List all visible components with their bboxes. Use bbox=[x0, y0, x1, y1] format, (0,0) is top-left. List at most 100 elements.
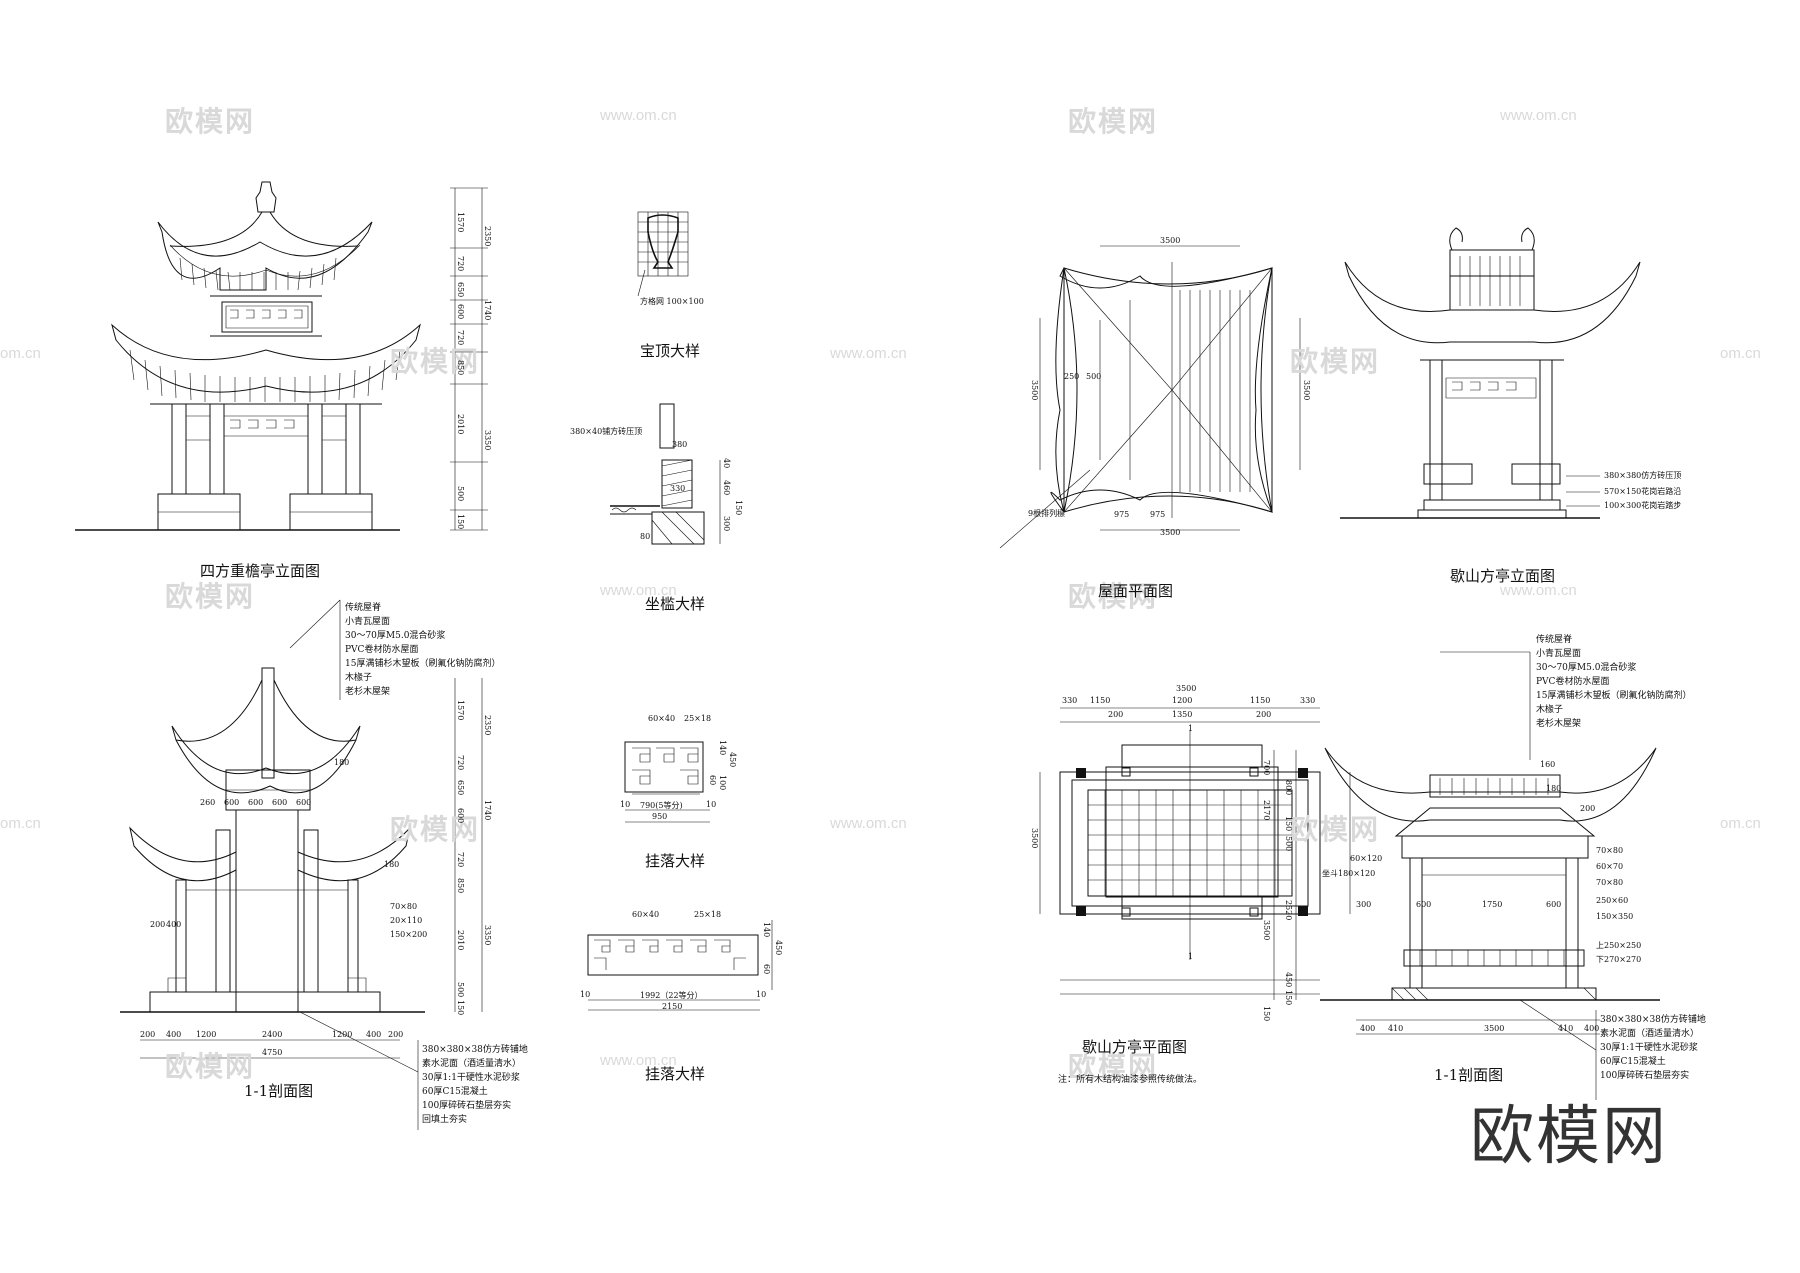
layer-note: 15厚满铺杉木望板（刷氟化钠防腐剂） bbox=[345, 659, 501, 669]
dim-label: 650 bbox=[456, 780, 465, 796]
baoding-grid-label: 方格网 100×100 bbox=[640, 297, 704, 306]
member-size: 70×80 bbox=[390, 902, 418, 911]
dim-label: 1350 bbox=[1172, 710, 1193, 719]
dim-label: 3500 bbox=[1484, 1024, 1505, 1033]
member-size: 180 bbox=[384, 860, 400, 869]
dim-label: 330 bbox=[670, 484, 686, 493]
layer-note: 老杉木屋架 bbox=[345, 687, 391, 697]
dim-label: 10 bbox=[756, 990, 767, 999]
dim-total: 4750 bbox=[262, 1048, 283, 1057]
dim-label: 500 bbox=[456, 982, 465, 998]
watermark-brand: 欧模网 bbox=[390, 346, 481, 377]
member-size: 600 bbox=[272, 798, 288, 807]
layer-note: PVC卷材防水屋面 bbox=[345, 645, 419, 655]
gualuo-detail-2 bbox=[587, 920, 773, 1011]
dim-label: 720 bbox=[456, 330, 465, 346]
xieshan-plan bbox=[1039, 707, 1351, 995]
dim-label: 1200 bbox=[196, 1030, 217, 1039]
member-size: 上250×250 bbox=[1596, 941, 1642, 950]
dim-label: 380 bbox=[672, 440, 688, 449]
dim-label: 3500 bbox=[1160, 236, 1181, 245]
title-section-left: 1-1剖面图 bbox=[244, 1082, 314, 1100]
material-note: 380×380仿方砖压顶 bbox=[1604, 471, 1682, 480]
floor-layer-note: 回填土夯实 bbox=[422, 1115, 468, 1125]
dim-label: 950 bbox=[652, 812, 668, 821]
dim-label: 330 bbox=[1062, 696, 1078, 705]
dim-label: 600 bbox=[456, 304, 465, 320]
dim-label: 1200 bbox=[1172, 696, 1193, 705]
dim-label: 25×18 bbox=[694, 910, 722, 919]
material-note: 100×300花岗岩踏步 bbox=[1604, 501, 1682, 510]
dim-label: 300 bbox=[1356, 900, 1372, 909]
dim-label: 60×40 bbox=[632, 910, 660, 919]
watermark-url: om.cn bbox=[0, 815, 41, 832]
dim-label: 400 bbox=[366, 1030, 382, 1039]
layer-note: 15厚满铺杉木望板（刷氟化钠防腐剂） bbox=[1536, 691, 1692, 701]
dim-label: 450 bbox=[728, 752, 737, 768]
dim-label: 500 bbox=[456, 486, 465, 502]
dim-label: 650 bbox=[456, 282, 465, 298]
watermark-brand: 欧模网 bbox=[1068, 1051, 1159, 1082]
dim-label: 2150 bbox=[662, 1002, 683, 1011]
dim-label: 450 bbox=[1284, 972, 1293, 988]
brand-logo: 欧模网 bbox=[1470, 1100, 1668, 1174]
floor-layer-note: 30厚1:1干硬性水泥砂浆 bbox=[422, 1073, 520, 1083]
dim-label: 300 bbox=[722, 516, 731, 532]
member-size: 下270×270 bbox=[1596, 955, 1642, 964]
watermark-url: om.cn bbox=[1720, 815, 1761, 832]
dim-label: 200 bbox=[1256, 710, 1272, 719]
floor-layer-note: 素水泥面（酒适量清水） bbox=[422, 1059, 522, 1069]
dim-label: 1150 bbox=[1250, 696, 1271, 705]
layer-note: 小青瓦屋面 bbox=[1536, 649, 1582, 659]
dim-label: 600 bbox=[1416, 900, 1432, 909]
dim-label: 3500 bbox=[1160, 528, 1181, 537]
floor-layer-note: 100厚碎砖石垫层夯实 bbox=[1600, 1071, 1690, 1081]
member-size: 160 bbox=[1540, 760, 1556, 769]
watermark-url: www.om.cn bbox=[600, 107, 677, 124]
layer-note: 30～70厚M5.0混合砂浆 bbox=[1536, 663, 1637, 673]
plan-note: 注：所有木结构油漆参照传统做法。 bbox=[1058, 1075, 1203, 1085]
floor-layer-note: 素水泥面（酒适量清水） bbox=[1600, 1029, 1700, 1039]
dim-label: 1200 bbox=[332, 1030, 353, 1039]
member-size: 坐斗180×120 bbox=[1322, 869, 1376, 878]
floor-layer-note: 60厚C15混凝土 bbox=[422, 1087, 488, 1097]
dim-label: 450 bbox=[774, 940, 783, 956]
sitkan-top-label: 380×40铺方砖压顶 bbox=[570, 427, 643, 436]
watermark-url: www.om.cn bbox=[1500, 107, 1577, 124]
dim-label: 200 bbox=[140, 1030, 156, 1039]
dim-label: 3350 bbox=[483, 925, 492, 946]
member-size: 150×350 bbox=[1596, 912, 1634, 921]
dim-label: 720 bbox=[456, 256, 465, 272]
dim-label: 600 bbox=[456, 808, 465, 824]
dim-label: 400 bbox=[1584, 1024, 1600, 1033]
floor-layer-note: 100厚碎砖石垫层夯实 bbox=[422, 1101, 512, 1111]
dim-label: 2400 bbox=[262, 1030, 283, 1039]
member-size: 600 bbox=[296, 798, 312, 807]
dim-label: 150 bbox=[734, 500, 743, 516]
floor-layer-note: 30厚1:1干硬性水泥砂浆 bbox=[1600, 1043, 1698, 1053]
member-size: 600 bbox=[224, 798, 240, 807]
dim-label: 10 bbox=[580, 990, 591, 999]
dim-label: 720 bbox=[456, 852, 465, 868]
watermark-brand: 欧模网 bbox=[1290, 814, 1381, 845]
dim-label: 410 bbox=[1558, 1024, 1574, 1033]
dim-label: 150 bbox=[1284, 816, 1293, 832]
member-size: 260 bbox=[200, 798, 216, 807]
dim-label: 200 bbox=[1108, 710, 1124, 719]
layer-note: 传统屋脊 bbox=[345, 603, 382, 613]
dim-label: 2170 bbox=[1262, 800, 1271, 821]
member-size: 400 bbox=[166, 920, 182, 929]
dim-label: 2010 bbox=[456, 414, 465, 435]
dim-label: 850 bbox=[456, 360, 465, 376]
layer-note: 小青瓦屋面 bbox=[345, 617, 391, 627]
member-size: 200 bbox=[1580, 804, 1596, 813]
dim-label: 975 bbox=[1150, 510, 1166, 519]
layer-note: 传统屋脊 bbox=[1536, 635, 1573, 645]
dim-label: 250 bbox=[1064, 372, 1080, 381]
dim-label: 80 bbox=[640, 532, 651, 541]
dim-label: 150 bbox=[1262, 1006, 1271, 1022]
dim-total: 3500 bbox=[1176, 684, 1197, 693]
roof-plan-label: 9根排列檩 bbox=[1028, 509, 1066, 518]
title-sitkan: 坐槛大样 bbox=[645, 595, 706, 613]
